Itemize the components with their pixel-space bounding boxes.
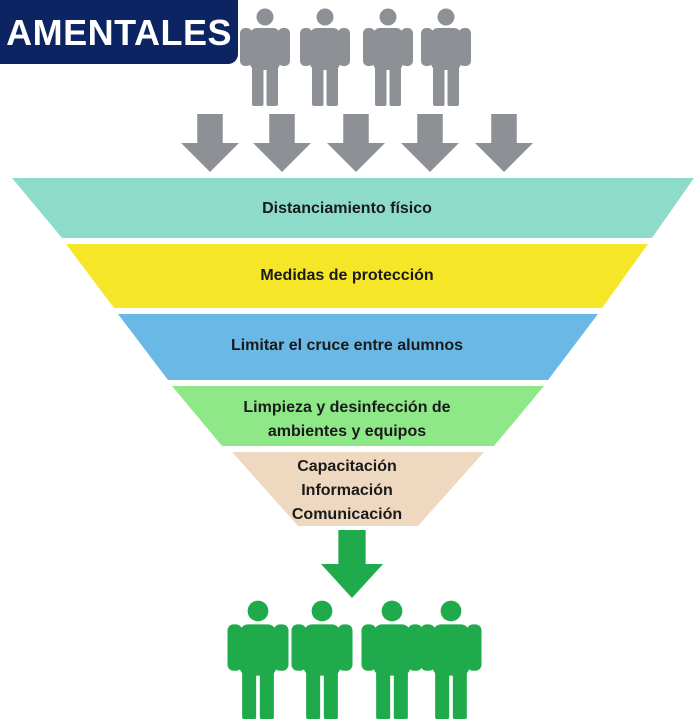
person-icon <box>300 8 350 106</box>
layer-4-line-1: Limpieza y desinfección de <box>243 399 451 416</box>
person-icon <box>421 8 471 106</box>
arrow-down-icon <box>475 114 533 172</box>
banner-title: AMENTALES <box>6 12 232 53</box>
arrow-down-icon <box>253 114 311 172</box>
layer-5-line-2: Información <box>301 482 393 499</box>
person-icon <box>361 600 423 719</box>
person-icon <box>291 600 353 719</box>
funnel-layer-4-label: Limpieza y desinfección de ambientes y e… <box>200 396 494 444</box>
funnel-layer-1-label: Distanciamiento físico <box>150 197 544 221</box>
layer-5-line-1: Capacitación <box>297 458 397 475</box>
person-icon <box>240 8 290 106</box>
arrow-down-icon <box>401 114 459 172</box>
arrow-down-icon <box>181 114 239 172</box>
person-icon <box>420 600 482 719</box>
funnel-layer-2-label: Medidas de protección <box>150 264 544 288</box>
person-icon <box>227 600 289 719</box>
layer-5-line-3: Comunicación <box>291 506 403 523</box>
funnel-layer-4 <box>172 386 544 446</box>
funnel-layer-1 <box>12 178 694 238</box>
layer-3-line-1: Limitar el cruce entre alumnos <box>230 337 464 354</box>
person-icon <box>363 8 413 106</box>
funnel-layer-3 <box>118 314 598 380</box>
title-banner <box>0 0 238 64</box>
funnel-layer-2 <box>66 244 648 308</box>
arrow-down-icon <box>327 114 385 172</box>
funnel-layer-5 <box>232 452 484 526</box>
layer-1-line-1: Distanciamiento físico <box>262 200 432 217</box>
funnel-layer-5-label: Capacitación Información Comunicación <box>250 455 444 527</box>
layer-2-line-1: Medidas de protección <box>260 267 434 284</box>
arrow-down-icon <box>321 530 383 598</box>
funnel-layer-3-label: Limitar el cruce entre alumnos <box>150 334 544 358</box>
layer-4-line-2: ambientes y equipos <box>267 423 427 440</box>
